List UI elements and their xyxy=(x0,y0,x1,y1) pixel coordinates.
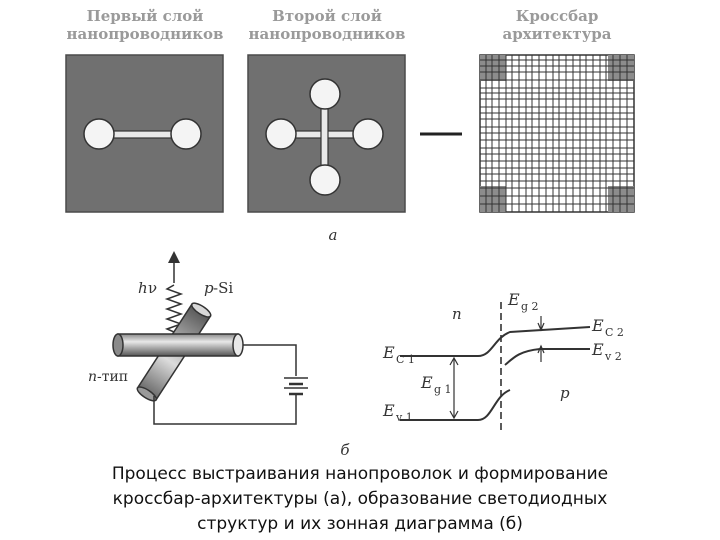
crossbar-grid xyxy=(480,55,634,212)
header-first-layer-line2: нанопроводников xyxy=(67,25,224,43)
caption-line-3: структур и их зонная диаграмма (б) xyxy=(197,514,523,534)
band-label-ev1-sub: v 1 xyxy=(395,411,413,424)
band-label-ev1-e: E xyxy=(382,401,395,420)
band-label-eg1-e: E xyxy=(420,373,433,392)
band-label-ec1-e: E xyxy=(382,343,395,362)
label-n: n xyxy=(88,369,97,385)
band-label-p: p xyxy=(560,384,570,402)
label-nu: ν xyxy=(148,279,157,297)
band-label-ev2-e: E xyxy=(591,340,604,359)
band-label-eg2-sub: g 2 xyxy=(521,300,539,313)
header-first-layer-line1: Первый слой xyxy=(87,7,204,25)
header-crossbar-line2: архитектура xyxy=(502,25,611,43)
panel-crossbar xyxy=(479,54,635,213)
band-label-eg1-sub: g 1 xyxy=(434,383,452,396)
label-si: -Si xyxy=(213,279,233,297)
header-second-layer-line2: нанопроводников xyxy=(249,25,406,43)
header-second-layer-line1: Второй слой xyxy=(272,7,382,25)
band-diagram: n p E C 1 E g 1 E v 1 E g 2 E C 2 E v 2 xyxy=(382,290,624,432)
circuit-wire-bottom xyxy=(153,394,297,425)
label-part-a: а xyxy=(329,226,338,244)
panel-first-layer xyxy=(65,54,224,213)
label-part-b: б xyxy=(340,441,350,459)
label-p: p xyxy=(204,279,214,297)
emission-wave xyxy=(164,284,184,333)
panel-second-layer xyxy=(247,54,406,213)
band-label-ec2-e: E xyxy=(591,316,604,335)
caption: Процесс выстраивания нанопроволок и форм… xyxy=(40,462,680,537)
band-ev1 xyxy=(400,389,511,421)
header-crossbar-line1: Кроссбар xyxy=(516,7,599,25)
label-ntype: -тип xyxy=(97,369,128,385)
band-ev2 xyxy=(504,348,590,366)
band-label-n: n xyxy=(452,305,462,323)
caption-line-1: Процесс выстраивания нанопроволок и форм… xyxy=(111,464,609,484)
label-h: h xyxy=(138,279,148,297)
led-structure: h ν p -Si n -тип xyxy=(88,251,308,425)
band-ec1 xyxy=(400,326,591,357)
battery xyxy=(284,377,308,396)
band-label-eg2-e: E xyxy=(507,290,520,309)
band-label-ec2-sub: C 2 xyxy=(605,326,624,339)
band-label-ec1-sub: C 1 xyxy=(396,353,415,366)
caption-line-2: кроссбар-архитектуры (а), образование св… xyxy=(112,489,608,509)
band-label-ev2-sub: v 2 xyxy=(604,350,622,363)
circuit-wire xyxy=(243,344,297,376)
